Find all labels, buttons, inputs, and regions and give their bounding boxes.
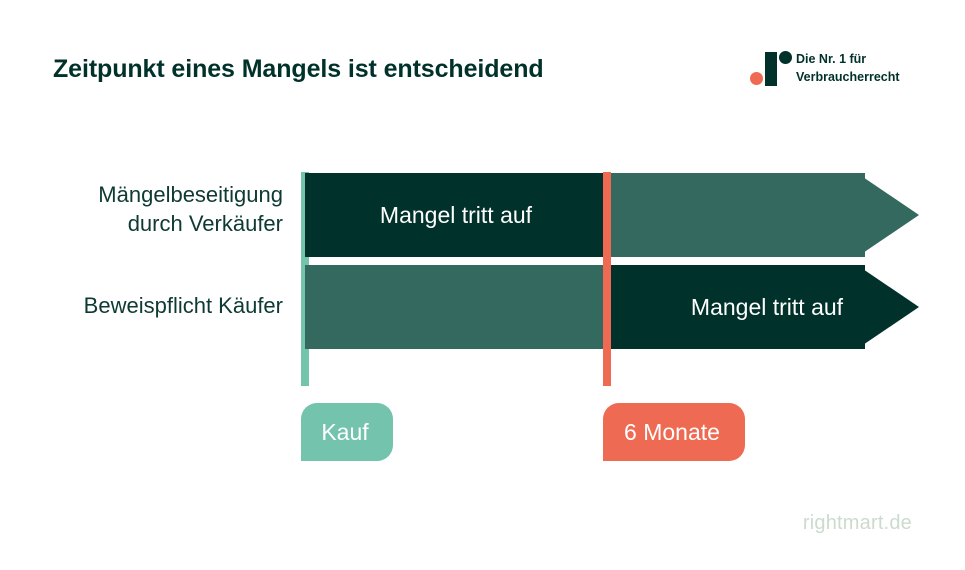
rightmart-logo-icon: [748, 48, 792, 92]
brand-tagline-line-2: Verbraucherrecht: [796, 69, 900, 84]
logo-dot-dark-icon: [779, 51, 792, 64]
row-label-beweispflicht: Beweispflicht Käufer: [0, 291, 283, 320]
timeline-pill-6-monate: 6 Monate: [603, 403, 745, 461]
row-label-maengelbeseitigung: Mängelbeseitigung durch Verkäufer: [0, 180, 283, 239]
bar-row-beweispflicht: Mangel tritt auf: [305, 265, 919, 349]
bar-segment-before-marker: [305, 173, 607, 257]
timeline-pill-kauf: Kauf: [301, 403, 393, 461]
bar-arrow-head-icon: [857, 265, 919, 349]
row-label-line-1: Mängelbeseitigung: [98, 182, 283, 207]
brand-lockup: Die Nr. 1 für Verbraucherrecht: [748, 48, 928, 92]
bar-segment-after-marker: [607, 265, 865, 349]
logo-bar-shape: [765, 52, 777, 86]
row-label-line-2: durch Verkäufer: [127, 211, 283, 237]
bar-arrow-head-icon: [857, 173, 919, 257]
footer-wordmark: rightmart.de: [802, 512, 912, 534]
logo-dot-coral-icon: [750, 72, 763, 85]
brand-tagline-line-1: Die Nr. 1 für: [796, 52, 867, 66]
bar-segment-after-marker: [607, 173, 865, 257]
brand-tagline: Die Nr. 1 für Verbraucherrecht: [796, 51, 900, 87]
page-title: Zeitpunkt eines Mangels ist entscheidend: [53, 55, 544, 83]
marker-line-6-monate: [603, 172, 611, 386]
row-label-line-1: Beweispflicht Käufer: [83, 293, 283, 318]
bar-segment-before-marker: [305, 265, 607, 349]
bar-row-maengelbeseitigung: Mangel tritt auf: [305, 173, 919, 257]
